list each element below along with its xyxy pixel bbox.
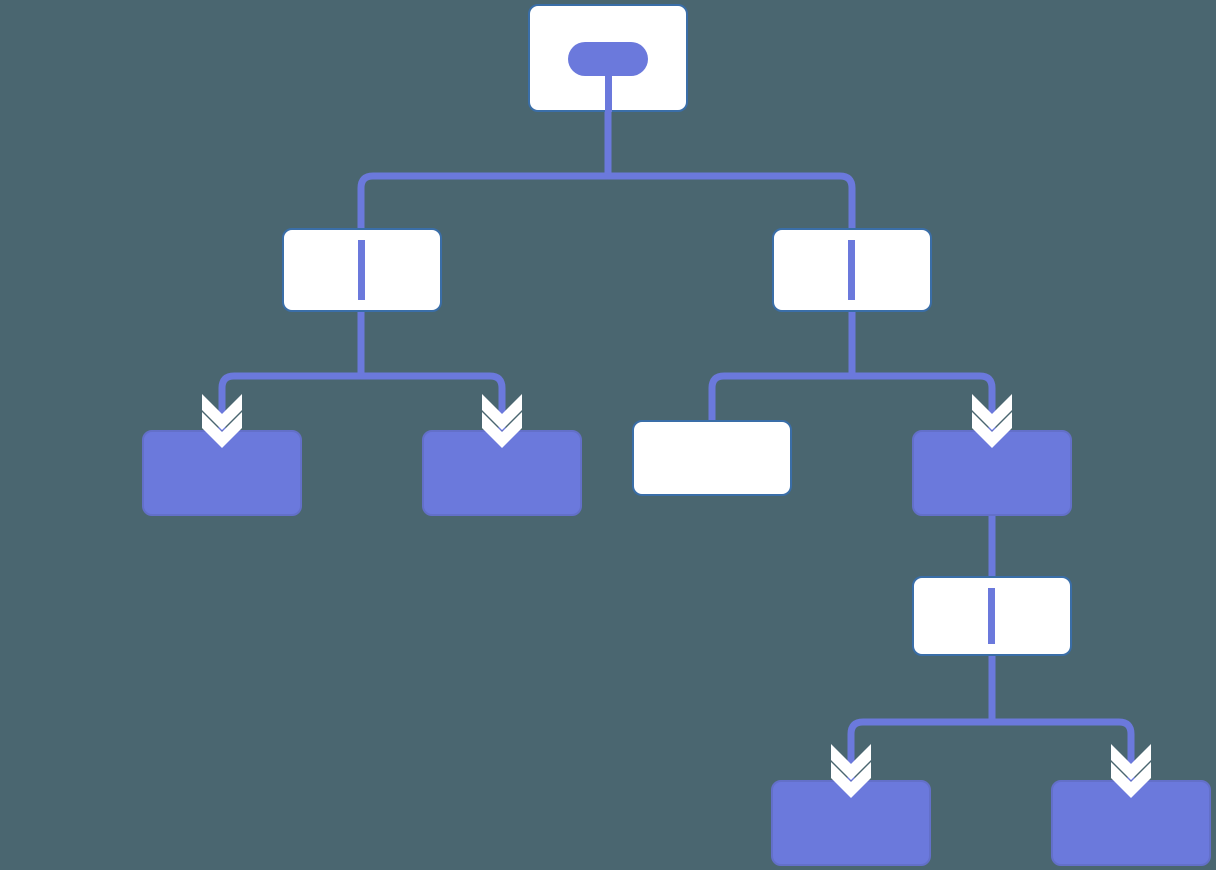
tree-node-n9[interactable]	[1051, 780, 1211, 866]
node-inner-connector-n2	[848, 240, 855, 300]
tree-node-n8[interactable]	[771, 780, 931, 866]
node-inner-connector-n0	[605, 60, 612, 112]
node-inner-connector-n1	[358, 240, 365, 300]
root-node-pill	[568, 42, 648, 76]
tree-node-n5[interactable]	[632, 420, 792, 496]
tree-node-n3[interactable]	[142, 430, 302, 516]
node-inner-connector-n7	[988, 588, 995, 644]
tree-node-n6[interactable]	[912, 430, 1072, 516]
tree-node-n4[interactable]	[422, 430, 582, 516]
